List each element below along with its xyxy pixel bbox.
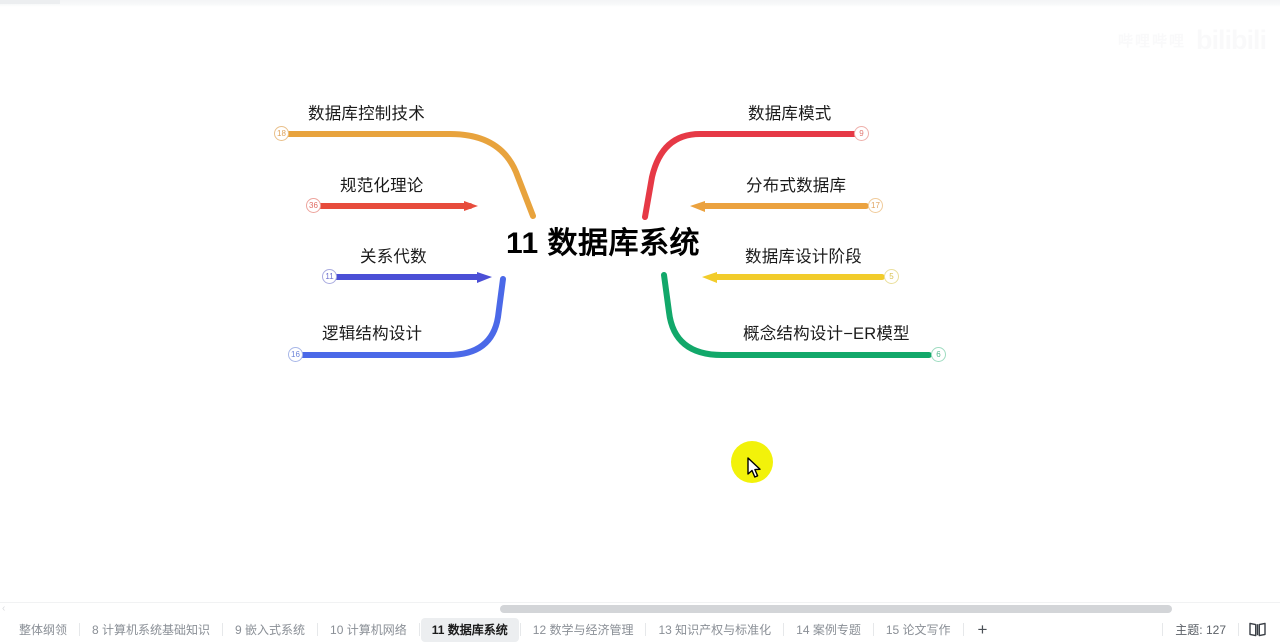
tab-divider — [519, 623, 521, 636]
tab-divider — [222, 623, 224, 636]
window-tab-stub — [0, 0, 60, 4]
tab-divider — [783, 623, 785, 636]
tab-divider — [645, 623, 647, 636]
sheet-tab[interactable]: 14 案例专题 — [796, 622, 861, 637]
tabbar-divider — [1238, 623, 1239, 636]
sheet-tab[interactable]: 15 论文写作 — [885, 622, 951, 637]
tab-divider — [317, 623, 319, 636]
tab-divider — [962, 623, 964, 636]
mindmap-node-left-3[interactable]: 关系代数 — [360, 248, 427, 266]
theme-count-label: 主题: 127 — [1175, 623, 1226, 637]
mindmap-node-right-2[interactable]: 分布式数据库 — [746, 177, 847, 195]
mindmap-node-right-3[interactable]: 数据库设计阶段 — [745, 248, 862, 266]
mindmap-center-title[interactable]: 11 数据库系统 — [506, 227, 701, 260]
sheet-tab[interactable]: 整体纲领 — [19, 622, 68, 637]
sheet-tab[interactable]: 10 计算机网络 — [330, 622, 407, 637]
book-icon[interactable] — [1240, 622, 1270, 637]
tab-divider — [872, 623, 874, 636]
mindmap-badge-left-1[interactable]: 18 — [274, 126, 289, 141]
horizontal-scrollbar-thumb[interactable] — [500, 605, 1172, 613]
sheet-tab[interactable]: 9 嵌入式系统 — [235, 622, 306, 637]
mindmap-node-left-4[interactable]: 逻辑结构设计 — [322, 325, 423, 343]
add-sheet-button[interactable]: + — [977, 619, 988, 639]
window-top-strip — [0, 0, 1280, 7]
sheet-tab[interactable]: 12 数学与经济管理 — [532, 622, 634, 637]
scroll-left-arrow-icon[interactable]: ‹ — [2, 603, 6, 614]
mindmap-node-right-1[interactable]: 数据库模式 — [748, 105, 832, 123]
mindmap-branches — [283, 131, 932, 358]
mindmap-badge-right-4[interactable]: 6 — [931, 347, 946, 362]
tabbar-right-controls[interactable]: 主题: 127 — [1161, 621, 1280, 638]
sheet-tabbar[interactable]: 整体纲领 8 计算机系统基础知识 9 嵌入式系统 10 计算机网络 11 数据库系统 12… — [0, 615, 1280, 644]
mindmap-badge-left-3[interactable]: 11 — [322, 269, 337, 284]
mindmap-badge-right-2[interactable]: 17 — [868, 198, 883, 213]
tab-divider — [79, 623, 81, 636]
sheet-tab-active[interactable]: 11 数据库系统 — [420, 617, 519, 642]
mindmap-badge-left-4[interactable]: 16 — [288, 347, 303, 362]
sheet-tab-list[interactable]: 整体纲领 8 计算机系统基础知识 9 嵌入式系统 10 计算机网络 11 数据库系统 12… — [8, 615, 1161, 644]
sheet-tab[interactable]: 13 知识产权与标准化 — [658, 622, 772, 637]
mouse-pointer-icon — [747, 457, 761, 478]
mindmap-node-left-2[interactable]: 规范化理论 — [340, 177, 424, 195]
bilibili-logo-icon: bilibili — [1196, 25, 1267, 55]
horizontal-scrollbar-track[interactable]: ‹ — [0, 602, 1280, 615]
mindmap-canvas[interactable]: 11 数据库系统 数据库控制技术 规范化理论 关系代数 逻辑结构设计 18 36… — [0, 7, 1280, 603]
mindmap-node-right-4[interactable]: 概念结构设计−ER模型 — [743, 325, 910, 343]
watermark-text: 哔哩哔哩 — [1117, 33, 1186, 50]
mindmap-node-left-1[interactable]: 数据库控制技术 — [308, 105, 425, 123]
mindmap-badge-right-1[interactable]: 9 — [854, 126, 869, 141]
tab-divider — [418, 623, 420, 636]
tabbar-divider — [1162, 623, 1164, 636]
sheet-tab[interactable]: 8 计算机系统基础知识 — [92, 622, 211, 637]
bilibili-watermark: 哔哩哔哩 bilibili — [1117, 25, 1267, 56]
mindmap-badge-left-2[interactable]: 36 — [306, 198, 321, 213]
mindmap-badge-right-3[interactable]: 5 — [884, 269, 899, 284]
